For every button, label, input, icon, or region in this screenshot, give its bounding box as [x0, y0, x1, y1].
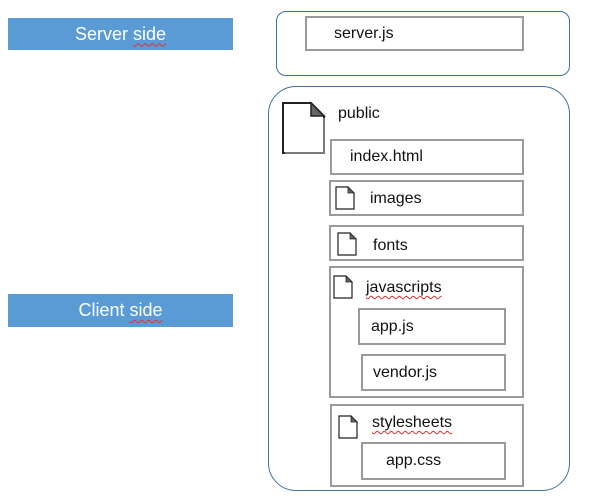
client-side-word2: side: [129, 300, 163, 320]
images-folder-icon: [335, 186, 355, 210]
app-js-box: app.js: [358, 308, 506, 345]
server-side-word1: Server: [74, 23, 128, 44]
vendor-js-label: vendor.js: [373, 363, 438, 381]
fonts-folder-label: fonts: [373, 237, 408, 254]
public-folder-icon: [282, 101, 326, 154]
server-js-box: server.js: [305, 16, 524, 51]
client-side-word1: Client: [78, 300, 125, 320]
app-css-box: app.css: [361, 442, 506, 480]
server-side-label: Server side: [8, 18, 233, 50]
javascripts-folder-label: javascripts: [366, 279, 442, 296]
fonts-folder-icon: [337, 232, 357, 256]
public-folder-label: public: [338, 105, 380, 122]
images-folder-box: [329, 180, 524, 216]
vendor-js-box: vendor.js: [361, 354, 506, 391]
index-html-box: index.html: [330, 139, 524, 175]
index-html-label: index.html: [350, 148, 423, 165]
server-side-word2: side: [133, 23, 167, 44]
javascripts-folder-icon: [333, 275, 353, 299]
app-css-label: app.css: [386, 452, 442, 469]
images-folder-label: images: [370, 190, 422, 207]
app-js-label: app.js: [371, 317, 414, 335]
stylesheets-folder-label: stylesheets: [372, 414, 453, 431]
server-js-label: server.js: [334, 24, 394, 42]
client-side-label: Client side: [8, 294, 233, 327]
fonts-folder-box: [329, 225, 524, 261]
stylesheets-folder-icon: [338, 415, 358, 439]
